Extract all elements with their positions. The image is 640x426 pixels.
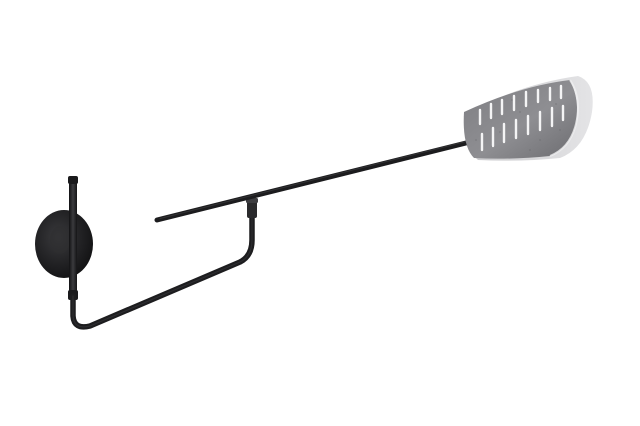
wall-plate — [35, 210, 93, 278]
felt-shade — [463, 76, 593, 161]
swing-arm — [154, 139, 473, 223]
pivot-joint — [246, 198, 258, 218]
vertical-post — [68, 176, 78, 300]
support-arm — [70, 213, 255, 330]
shade-slots — [478, 84, 565, 152]
